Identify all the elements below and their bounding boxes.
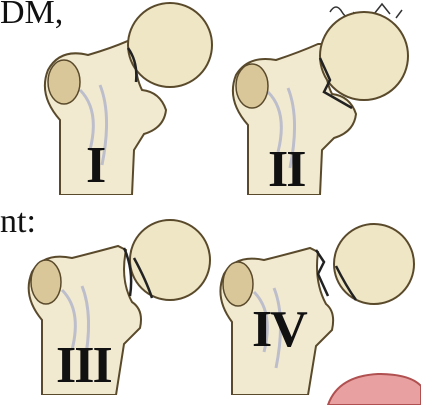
femur-panel-type-1: I [20, 0, 220, 195]
femur-panel-type-4: IV [218, 200, 418, 395]
femur-panel-type-3: III [20, 200, 220, 395]
femur-illustration-1 [20, 0, 220, 195]
partial-organ-illustration [318, 372, 421, 405]
type-numeral-3: III [56, 340, 111, 392]
type-numeral-1: I [86, 140, 104, 192]
type-numeral-4: IV [252, 304, 306, 356]
femur-illustration-3 [20, 200, 220, 395]
femur-panel-type-2: II [218, 0, 418, 195]
type-numeral-2: II [268, 144, 304, 196]
femur-illustration-2 [218, 0, 418, 195]
femur-illustration-4 [218, 200, 418, 395]
